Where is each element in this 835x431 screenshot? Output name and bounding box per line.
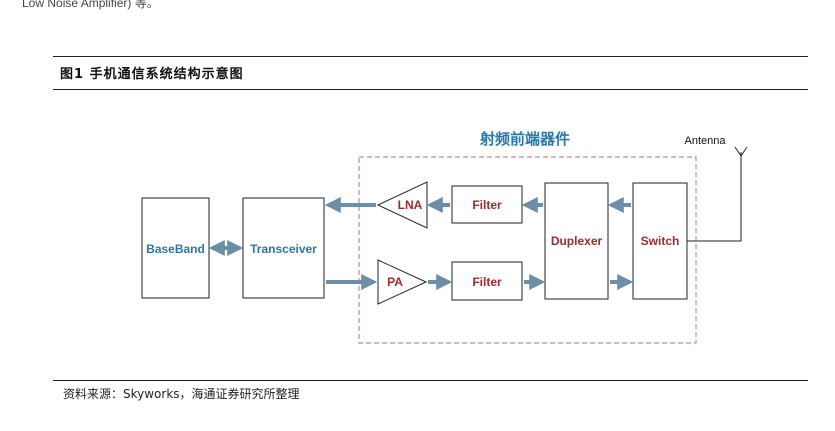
duplexer-block: [544, 182, 609, 300]
lna-label: LNA: [398, 198, 423, 212]
baseband-block: [141, 197, 210, 299]
antenna-feed-line: [687, 152, 742, 242]
switch-block: [632, 182, 688, 300]
pa-amplifier: [377, 259, 428, 305]
transceiver-label: Transceiver: [250, 242, 317, 256]
baseband-label: BaseBand: [146, 242, 205, 256]
antenna-label: Antenna: [685, 135, 727, 147]
pa-label: PA: [387, 275, 403, 289]
title-top-rule: [53, 56, 808, 57]
group-title: 射频前端器件: [479, 130, 570, 148]
filter-top-block: [451, 185, 523, 224]
source-note: 资料来源：Skyworks，海通证券研究所整理: [63, 387, 300, 401]
switch-label: Switch: [641, 234, 680, 248]
filter-bottom-label: Filter: [472, 275, 502, 289]
figure-title: 图1 手机通信系统结构示意图: [60, 67, 244, 82]
top-cut-text: Low Noise Amplifier) 等。: [22, 0, 159, 10]
filter-top-label: Filter: [472, 198, 502, 212]
rf-frontend-group: [358, 156, 697, 344]
duplexer-label: Duplexer: [551, 234, 603, 248]
source-top-rule: [53, 380, 808, 381]
title-bottom-rule: [53, 89, 808, 90]
antenna-icon: [734, 146, 748, 157]
